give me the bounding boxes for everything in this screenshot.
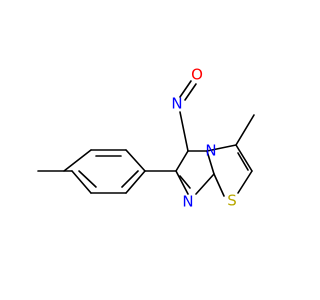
bond-thiazole-2	[235, 144, 253, 172]
bond-thiazole-1	[206, 144, 237, 152]
structure-svg: O N N N S	[37, 66, 255, 211]
bond-core-4	[195, 173, 215, 195]
bond-nitroso-c-n	[179, 111, 189, 152]
bond-tolyl-6-inner	[78, 170, 97, 188]
bond-tolyl-4-inner	[121, 170, 139, 188]
bond-core-3	[206, 150, 215, 175]
bond-core-5-inner	[179, 175, 191, 189]
bond-thiazole-2-inner	[237, 152, 249, 171]
oxygen-atom-label: O	[191, 66, 203, 84]
bond-tolyl-6	[71, 170, 92, 194]
bond-nitroso-n-o	[179, 80, 192, 98]
nitroso-nitrogen-label: N	[171, 95, 182, 113]
bond-tolyl-3	[125, 149, 146, 172]
ring-nitrogen-label: N	[182, 193, 193, 211]
bond-thiazole-methyl	[235, 114, 255, 146]
bond-layer	[37, 80, 255, 197]
bond-nitroso-n-o-inner	[184, 83, 197, 101]
bond-thiazole-3	[237, 170, 253, 194]
bond-tolyl-1	[63, 149, 92, 172]
bond-tolyl-4	[125, 170, 146, 194]
molecule-diagram: O N N N S	[37, 66, 255, 211]
bond-core-1	[175, 150, 189, 172]
bond-thiazole-4	[213, 173, 225, 197]
atom-label-layer: O N N N S	[171, 66, 236, 211]
sulfur-atom-label: S	[227, 192, 237, 210]
bridgehead-nitrogen-label: N	[205, 142, 216, 160]
bond-core-5	[175, 170, 189, 195]
